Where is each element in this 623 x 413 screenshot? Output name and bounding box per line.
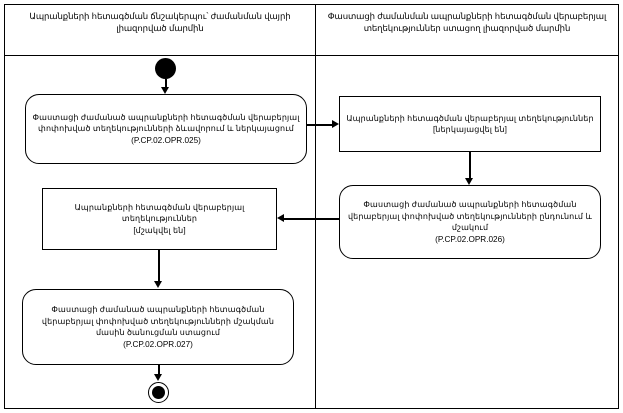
flow-n5-to-end-line [158, 365, 160, 377]
flow-n3-to-n4-arrowhead [277, 214, 284, 222]
flow-n2-to-n3-line [469, 152, 471, 180]
flow-n5-to-end-arrowhead [154, 374, 162, 381]
flow-start-to-n1-arrowhead [161, 87, 169, 94]
flow-n1-to-n2-arrowhead [332, 120, 339, 128]
flow-n4-to-n5-line [158, 250, 160, 283]
diagram-border [4, 4, 619, 409]
lane-title-right: Փաստացի ժամանման ապրանքների հետագծման վե… [327, 11, 607, 33]
activity-node-3[interactable]: Փաստացի ժամանած ապրանքների հետագծման վեր… [339, 185, 601, 259]
lane-header-divider [4, 55, 619, 56]
end-node [148, 382, 169, 403]
start-node [155, 58, 176, 79]
flow-n1-to-n2-line [307, 124, 334, 126]
object-node-2[interactable]: Ապրանքների հետագծման վերաբերյալ տեղեկութ… [339, 96, 601, 152]
activity-node-5[interactable]: Փաստացի ժամանած ապրանքների հետագծման վեր… [22, 289, 294, 365]
flow-start-to-n1-line [165, 79, 167, 89]
activity-node-1[interactable]: Փաստացի ժամանած ապրանքների հետագծման վեր… [25, 94, 307, 164]
lane-title-left: Ապրանքների հետագծման ճնշակերպու՝ ժամանմա… [29, 11, 291, 33]
flow-n3-to-n4-line [283, 218, 339, 220]
flow-n2-to-n3-arrowhead [465, 178, 473, 185]
object-node-4[interactable]: Ապրանքների հետագծման վերաբերյալ տեղեկութ… [42, 188, 277, 250]
lane-vertical-divider [315, 4, 316, 409]
flow-n4-to-n5-arrowhead [154, 281, 162, 288]
